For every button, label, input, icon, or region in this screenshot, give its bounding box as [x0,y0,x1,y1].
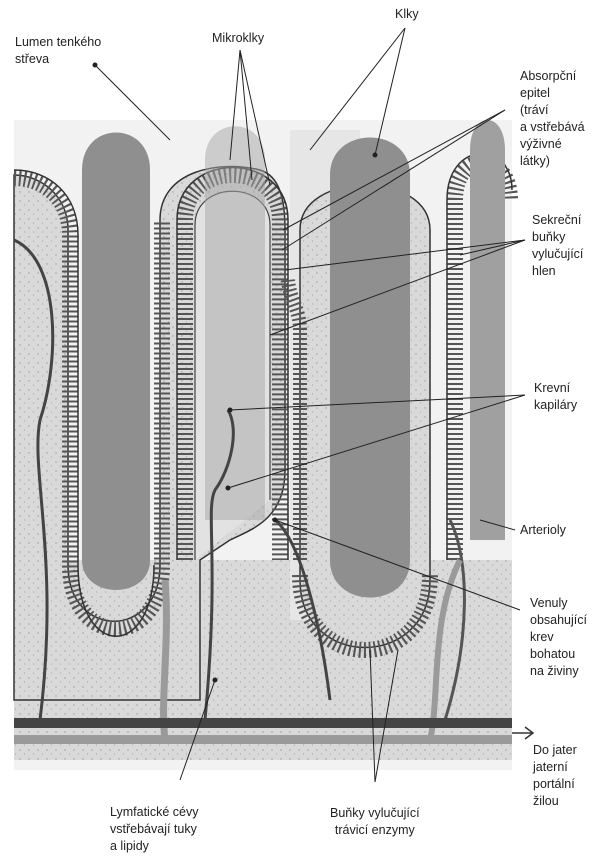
label-venuly: Venuly obsahující krev bohatou na živiny [530,595,587,680]
label-lymfaticke-cevy: Lymfatické cévy vstřebávají tuky a lipid… [110,804,198,855]
lacteal-4 [470,120,505,540]
lacteal-1 [82,133,150,591]
portal-vein-trunk [14,718,512,728]
label-bunky-enzymy: Buňky vylučující trávicí enzymy [330,805,420,839]
portal-arrow [512,727,533,739]
label-absorpcni-epitel: Absorpční epitel (tráví a vstřebává výži… [520,68,585,170]
label-arterioly: Arterioly [520,522,566,539]
lacteal-2 [205,126,265,520]
lacteal-3 [330,138,410,598]
lymph-trunk [14,735,512,744]
label-mikroklky: Mikroklky [212,30,264,47]
lymph-vessel [164,580,167,740]
label-do-jater: Do jater jaterní portální žilou [533,742,577,810]
label-sekrecni-bunky: Sekreční buňky vylučující hlen [532,212,583,280]
label-lumen: Lumen tenkého střeva [15,34,101,68]
label-krevni-kapilary: Krevní kapiláry [534,380,577,414]
label-klky: Klky [395,6,419,23]
